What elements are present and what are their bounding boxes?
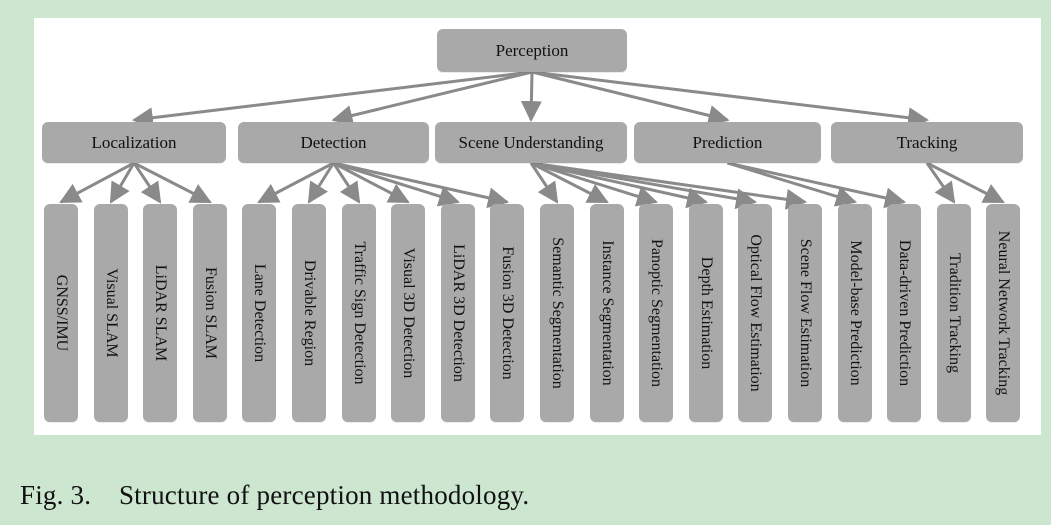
arrow-to-visual-3d-detection <box>332 161 410 204</box>
leaf-panoptic-segmentation: Panoptic Segmentation <box>639 204 673 422</box>
leaf-scene-flow-estimation: Scene Flow Estimation <box>788 204 822 422</box>
leaf-depth-estimation-label: Depth Estimation <box>698 256 715 370</box>
leaf-lane-detection-label: Lane Detection <box>251 263 268 363</box>
leaf-tradition-tracking-label: Tradition Tracking <box>946 253 963 373</box>
leaf-gnss-imu: GNSS/IMU <box>44 204 78 422</box>
category-scene-understanding: Scene Understanding <box>435 122 627 163</box>
arrow-to-instance-segmentation <box>530 161 609 204</box>
leaf-optical-flow-estimation-label: Optical Flow Estimation <box>747 234 764 392</box>
leaf-lidar-slam: LiDAR SLAM <box>143 204 177 422</box>
arrow-to-lane-detection <box>257 161 335 204</box>
leaf-fusion-3d-detection-label: Fusion 3D Detection <box>499 246 516 380</box>
leaf-tradition-tracking: Tradition Tracking <box>937 204 971 422</box>
arrow-root-to-detection <box>331 70 533 126</box>
category-localization: Localization <box>42 122 226 163</box>
category-detection: Detection <box>238 122 429 163</box>
leaf-fusion-3d-detection: Fusion 3D Detection <box>490 204 524 422</box>
arrow-to-visual-slam <box>109 162 136 204</box>
leaf-visual-slam: Visual SLAM <box>94 204 128 422</box>
arrow-to-panoptic-segmentation <box>530 161 659 207</box>
leaf-semantic-segmentation-label: Semantic Segmentation <box>549 237 566 389</box>
leaf-traffic-sign-detection: Traffic Sign Detection <box>342 204 376 422</box>
figure-caption: Fig. 3. Structure of perception methodol… <box>20 480 530 510</box>
arrow-to-drivable-region <box>307 162 335 204</box>
leaf-drivable-region-label: Drivable Region <box>301 259 318 367</box>
arrow-to-tradition-tracking <box>925 162 956 204</box>
arrow-root-to-tracking <box>531 70 930 129</box>
leaf-data-driven-prediction: Data-driven Prediction <box>887 204 921 422</box>
leaf-traffic-sign-detection-label: Traffic Sign Detection <box>351 241 368 385</box>
leaf-gnss-imu-label: GNSS/IMU <box>53 274 70 352</box>
leaf-instance-segmentation-label: Instance Segmentation <box>599 240 616 386</box>
arrow-to-data-driven-prediction <box>727 161 907 209</box>
leaf-fusion-slam: Fusion SLAM <box>193 204 227 422</box>
leaf-neural-network-tracking: Neural Network Tracking <box>986 204 1020 422</box>
leaf-lane-detection: Lane Detection <box>242 204 276 422</box>
arrow-to-scene-flow-estimation <box>530 161 808 210</box>
leaf-visual-slam-label: Visual SLAM <box>103 268 120 358</box>
arrow-to-fusion-slam <box>133 161 212 204</box>
arrow-root-to-prediction <box>531 70 730 126</box>
arrow-to-traffic-sign-detection <box>332 162 361 204</box>
leaf-data-driven-prediction-label: Data-driven Prediction <box>896 239 913 387</box>
leaf-panoptic-segmentation-label: Panoptic Segmentation <box>648 239 665 387</box>
leaf-scene-flow-estimation-label: Scene Flow Estimation <box>797 238 814 388</box>
leaf-lidar-3d-detection: LiDAR 3D Detection <box>441 204 475 422</box>
arrow-to-lidar-slam <box>132 162 162 204</box>
leaf-fusion-slam-label: Fusion SLAM <box>202 266 219 360</box>
leaf-model-base-prediction-label: Model-base Prediction <box>847 240 864 386</box>
leaf-optical-flow-estimation: Optical Flow Estimation <box>738 204 772 422</box>
leaf-visual-3d-detection-label: Visual 3D Detection <box>400 247 417 379</box>
arrow-to-fusion-3d-detection <box>333 161 510 209</box>
arrow-to-neural-network-tracking <box>926 161 1005 204</box>
arrow-root-to-localization <box>131 70 533 129</box>
arrow-to-model-base-prediction <box>727 161 858 207</box>
leaf-drivable-region: Drivable Region <box>292 204 326 422</box>
connector-arrows <box>59 70 1005 210</box>
arrow-to-semantic-segmentation <box>529 162 559 204</box>
leaf-lidar-3d-detection-label: LiDAR 3D Detection <box>450 244 467 382</box>
arrow-to-gnss-imu <box>59 161 135 204</box>
category-tracking: Tracking <box>831 122 1023 163</box>
leaf-model-base-prediction: Model-base Prediction <box>838 204 872 422</box>
leaf-instance-segmentation: Instance Segmentation <box>590 204 624 422</box>
leaf-lidar-slam-label: LiDAR SLAM <box>152 264 169 362</box>
arrow-root-to-scene-understanding <box>520 71 542 123</box>
leaf-depth-estimation: Depth Estimation <box>689 204 723 422</box>
leaf-neural-network-tracking-label: Neural Network Tracking <box>995 230 1012 396</box>
arrow-to-lidar-3d-detection <box>333 161 461 207</box>
root-node: Perception <box>437 29 627 72</box>
leaf-semantic-segmentation: Semantic Segmentation <box>540 204 574 422</box>
leaf-visual-3d-detection: Visual 3D Detection <box>391 204 425 422</box>
category-prediction: Prediction <box>634 122 821 163</box>
